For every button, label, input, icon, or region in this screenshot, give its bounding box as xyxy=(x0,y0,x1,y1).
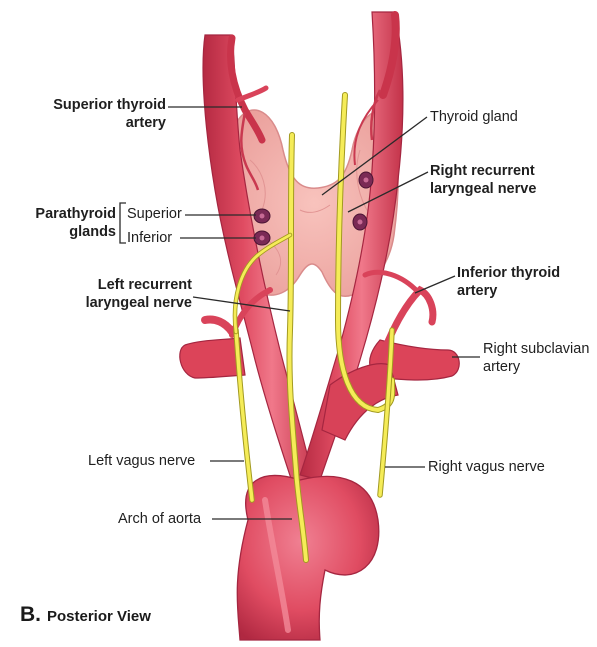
parathyroid-glands-label: Parathyroid glands xyxy=(10,205,116,241)
inferior-thyroid-artery-label: Inferior thyroid artery xyxy=(457,264,560,300)
thyroid-gland-label: Thyroid gland xyxy=(430,108,518,126)
left-vagus-nerve-label: Left vagus nerve xyxy=(88,452,195,470)
figure-caption: B. Posterior View xyxy=(20,603,151,627)
right-subclavian-artery-label: Right subclavian artery xyxy=(483,340,589,376)
parathyroid-inferior-label: Inferior xyxy=(127,229,172,247)
right-recurrent-laryngeal-nerve-label: Right recurrent laryngeal nerve xyxy=(430,162,536,198)
arch-of-aorta-label: Arch of aorta xyxy=(118,510,201,528)
superior-thyroid-artery-label: Superior thyroid artery xyxy=(40,96,166,132)
caption-letter: B. xyxy=(20,603,41,626)
caption-view: Posterior View xyxy=(47,608,151,625)
left-recurrent-laryngeal-nerve-label: Left recurrent laryngeal nerve xyxy=(52,276,192,312)
right-vagus-nerve-label: Right vagus nerve xyxy=(428,458,545,476)
parathyroid-superior-label: Superior xyxy=(127,205,182,223)
